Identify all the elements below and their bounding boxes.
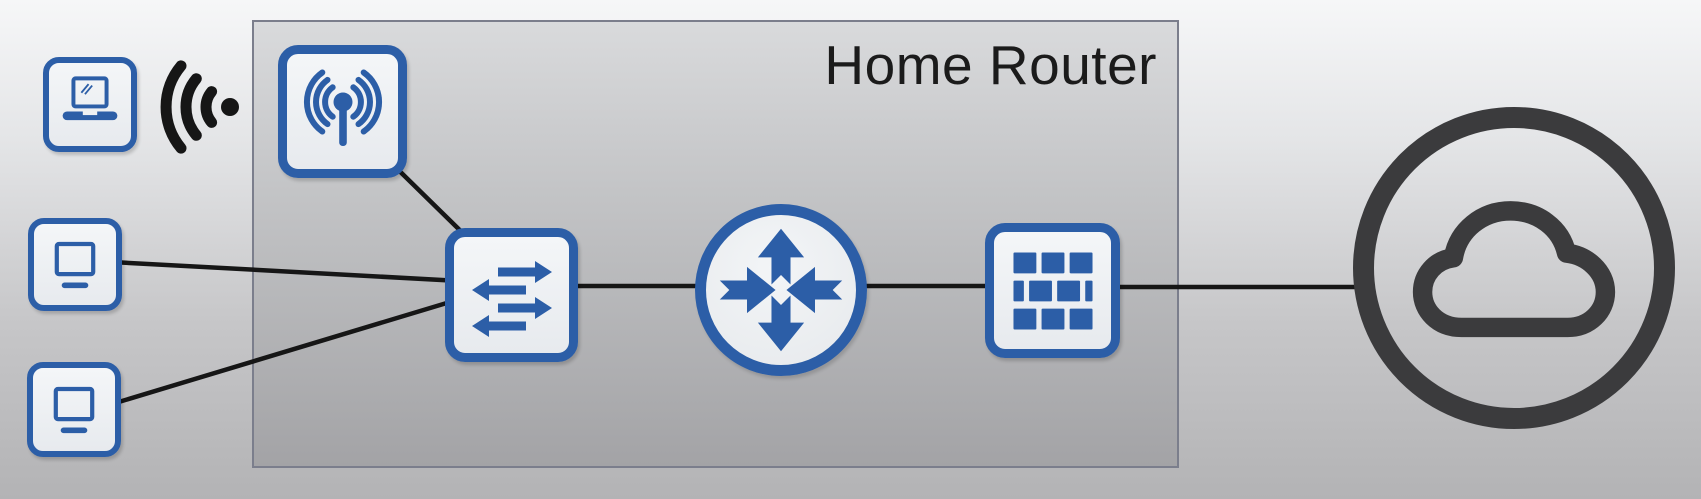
- switch-arrow-right: [497, 261, 552, 283]
- signal-arc: [360, 69, 382, 134]
- link-desktop2-switch: [109, 296, 463, 407]
- brick: [1069, 308, 1093, 329]
- brick: [1028, 280, 1052, 301]
- desktop-monitor-icon: [54, 241, 96, 288]
- signal-arc: [312, 76, 330, 127]
- laptop-node: [43, 57, 137, 152]
- network-switch-icon: [471, 261, 552, 337]
- wifi-dot: [221, 98, 239, 116]
- router-arrow-in-right: [786, 266, 843, 314]
- signal-arc: [355, 76, 373, 127]
- internet-cloud-node: [1353, 107, 1675, 429]
- switch-arrow-right: [497, 297, 552, 319]
- brick: [1041, 308, 1064, 329]
- antenna-head: [333, 92, 352, 111]
- access-point-node: [278, 45, 407, 178]
- signal-arc: [303, 69, 325, 134]
- router-arrow-down: [757, 295, 805, 352]
- router-arrow-up: [757, 228, 805, 285]
- firewall-node: [985, 223, 1120, 358]
- wifi-waves-icon: [160, 60, 239, 154]
- wifi-arc: [200, 86, 218, 128]
- cloud-icon: [1412, 201, 1616, 338]
- laptop-icon: [62, 75, 118, 120]
- router-icon: [719, 228, 843, 352]
- wireless-access-point-icon: [303, 69, 382, 146]
- desktop1-node: [28, 218, 122, 311]
- brick: [1012, 308, 1036, 329]
- link-desktop1-switch: [109, 259, 463, 284]
- desktop2-node: [27, 362, 121, 457]
- group-title: Home Router: [824, 34, 1157, 96]
- cloud-outline: [1412, 201, 1616, 338]
- switch-node: [445, 228, 578, 362]
- brick: [1056, 280, 1080, 301]
- brick: [1084, 280, 1093, 301]
- brick: [1041, 252, 1064, 273]
- brick: [1012, 252, 1036, 273]
- signal-arc: [349, 83, 364, 120]
- antenna-stem: [338, 105, 347, 146]
- brick: [1012, 280, 1024, 301]
- switch-arrow-left: [471, 279, 526, 301]
- router-arrow-in-left: [719, 266, 776, 314]
- switch-arrow-left: [471, 315, 526, 337]
- wifi-arc: [160, 60, 187, 154]
- desktop-monitor-icon: [53, 386, 95, 433]
- signal-arc: [321, 83, 336, 120]
- brick: [1069, 252, 1093, 273]
- firewall-icon: [1012, 252, 1093, 329]
- router-node: [695, 204, 867, 376]
- wifi-arc: [180, 73, 202, 141]
